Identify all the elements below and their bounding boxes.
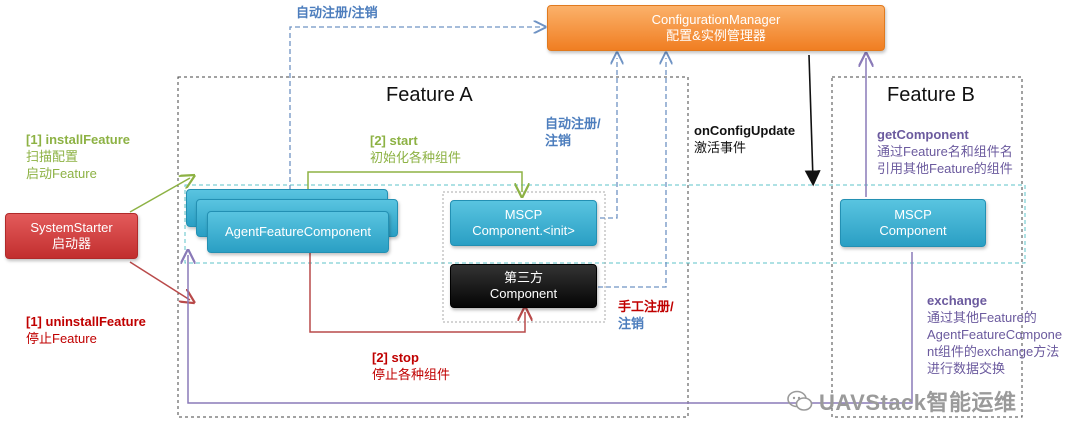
- stop-connector: [309, 253, 525, 333]
- third-party-component-label: 第三方: [503, 270, 543, 285]
- feature-a-frame: [177, 76, 689, 418]
- uninstall-feature-label: [1] uninstallFeature 停止Feature: [26, 314, 146, 346]
- mscp-component-a-label: MSCP: [504, 207, 543, 222]
- feature-a-title: Feature A: [386, 84, 473, 106]
- config-update-arrow: [804, 54, 821, 187]
- manual-register-connector: [598, 58, 666, 288]
- watermark: UAVStack智能运维: [787, 385, 1017, 417]
- system-starter-label: SystemStarter: [30, 220, 113, 235]
- configuration-manager-sublabel: 配置&实例管理器: [666, 28, 766, 43]
- get-component-label: getComponent 通过Feature名和组件名 引用其他Feature的…: [877, 127, 1013, 176]
- wechat-icon: [787, 390, 813, 411]
- auto-register-mscp-connector: [600, 58, 617, 219]
- third-party-component-sublabel: Component: [489, 286, 558, 301]
- manual-register-label: 手工注册/ 注销: [618, 299, 674, 331]
- start-connector: [307, 171, 522, 205]
- agent-feature-component-label: AgentFeatureComponent: [225, 224, 371, 239]
- mscp-component-b-label: MSCP: [894, 207, 932, 222]
- exchange-connector: [188, 252, 913, 404]
- auto-register-top-connector: [289, 27, 540, 190]
- system-starter-sublabel: 启动器: [51, 236, 91, 251]
- start-label: [2] start 初始化各种组件: [370, 133, 462, 165]
- mscp-component-a-sublabel: Component.<init>: [472, 223, 575, 238]
- feature-b-title: Feature B: [887, 84, 975, 106]
- third-party-component-box: 第三方 Component: [450, 264, 597, 308]
- mscp-component-a-box: MSCP Component.<init>: [450, 200, 597, 246]
- install-arrow: [129, 178, 190, 213]
- mscp-component-b-sublabel: Component: [879, 223, 947, 238]
- agent-feature-component-box: AgentFeatureComponent: [207, 211, 389, 253]
- configuration-manager-label: ConfigurationManager: [651, 12, 781, 27]
- feature-b-frame: [831, 76, 1023, 418]
- auto-register-mid-label: 自动注册/ 注销: [545, 116, 601, 148]
- configuration-manager-box: ConfigurationManager 配置&实例管理器: [547, 5, 885, 51]
- watermark-text: UAVStack智能运维: [819, 390, 1017, 415]
- uninstall-arrow: [129, 261, 190, 300]
- system-starter-box: SystemStarter 启动器: [5, 213, 138, 259]
- config-update-label: onConfigUpdate 激活事件: [694, 123, 796, 155]
- install-feature-label: [1] installFeature 扫描配置 启动Feature: [26, 132, 131, 181]
- mscp-component-b-box: MSCP Component: [840, 199, 986, 247]
- auto-register-top-label: 自动注册/注销: [296, 5, 378, 20]
- stop-label: [2] stop 停止各种组件: [372, 350, 451, 382]
- exchange-label: exchange 通过其他Feature的 AgentFeatureCompon…: [927, 293, 1063, 376]
